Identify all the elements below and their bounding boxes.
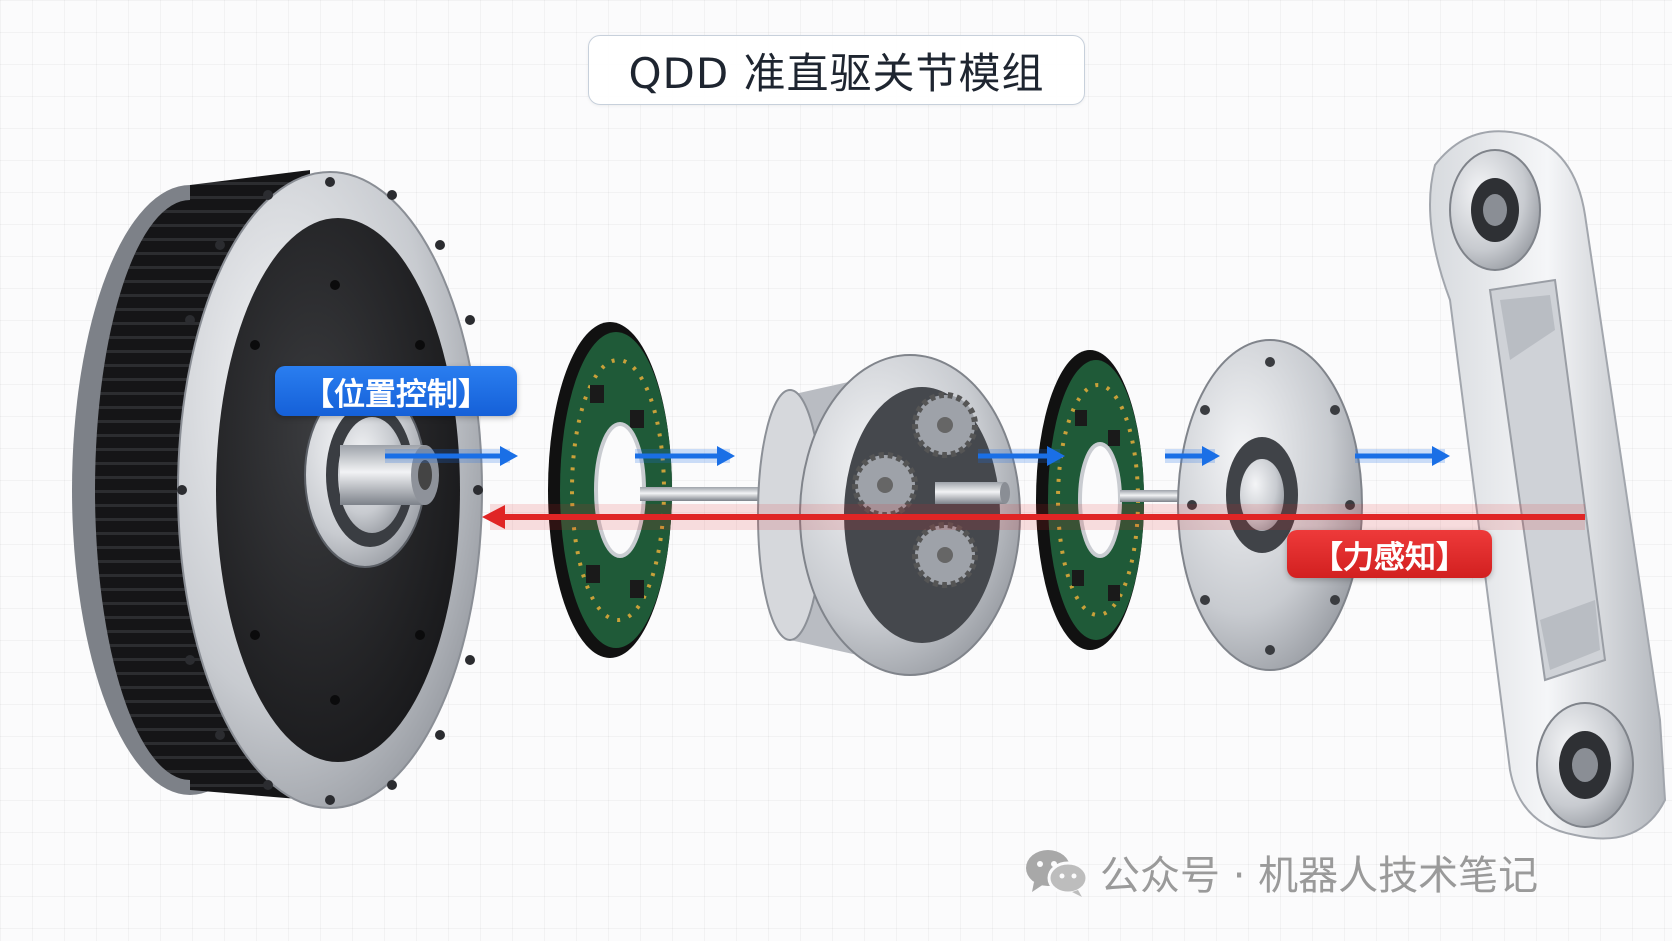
robot-link-arm (1429, 130, 1667, 840)
watermark: 公众号 · 机器人技术笔记 (1022, 845, 1538, 899)
wechat-icon (1026, 850, 1089, 897)
position-control-flow (385, 446, 1450, 466)
title-banner: QDD 准直驱关节模组 (588, 35, 1085, 105)
motor-encoder-pcb (548, 322, 672, 658)
output-flange (1177, 339, 1363, 671)
shaft-segment (640, 487, 770, 501)
position-control-label: 【位置控制】 (275, 366, 517, 416)
planet-gear (912, 522, 978, 588)
page-title: QDD 准直驱关节模组 (628, 48, 1045, 98)
force-sensing-label: 【力感知】 (1287, 530, 1492, 578)
frameless-motor-stator (72, 170, 483, 809)
force-sensing-flow (482, 504, 1585, 530)
watermark-text: 公众号 · 机器人技术笔记 (1100, 853, 1539, 899)
planet-gear (912, 392, 978, 458)
output-encoder-pcb (1036, 350, 1144, 650)
planet-gear (852, 452, 918, 518)
